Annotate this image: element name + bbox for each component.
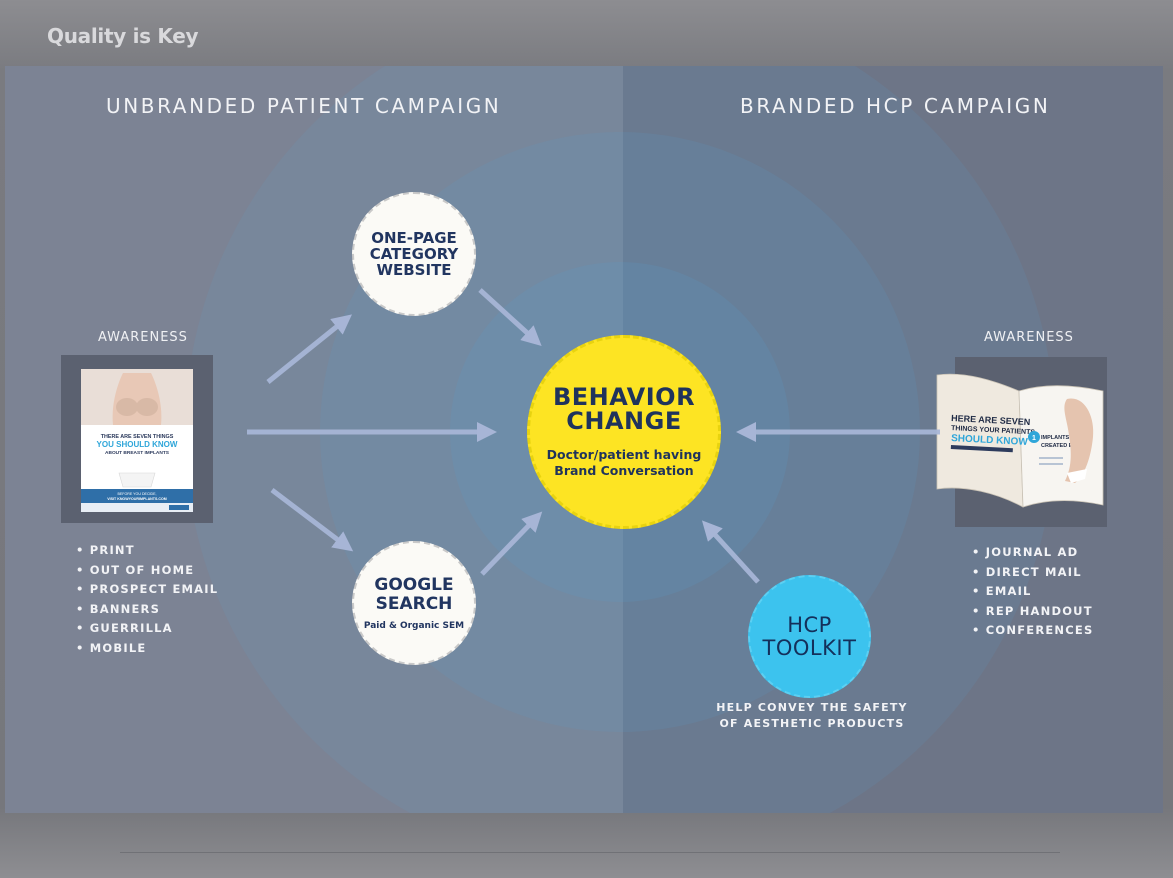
- toolkit-line1: HCP: [787, 614, 832, 637]
- website-node-line3: WEBSITE: [376, 262, 451, 278]
- website-node-line1: ONE-PAGE: [371, 230, 457, 246]
- behavior-line1: BEHAVIOR: [553, 385, 695, 409]
- arrow-website-to-behavior: [480, 290, 535, 340]
- toolkit-caption-line2: OF AESTHETIC PRODUCTS: [712, 716, 912, 732]
- hcp-toolkit-node: HCP TOOLKIT: [748, 575, 871, 698]
- footer-divider: [120, 852, 1060, 853]
- toolkit-line2: TOOLKIT: [763, 637, 857, 660]
- website-node: ONE-PAGE CATEGORY WEBSITE: [352, 192, 476, 316]
- toolkit-caption: HELP CONVEY THE SAFETY OF AESTHETIC PROD…: [712, 700, 912, 732]
- arrow-ad-to-google: [272, 490, 346, 546]
- behavior-line2: CHANGE: [566, 409, 681, 433]
- behavior-sub2: Brand Conversation: [554, 463, 693, 479]
- website-node-line2: CATEGORY: [370, 246, 459, 262]
- arrow-ad-to-website: [268, 320, 345, 382]
- google-node-sub: Paid & Organic SEM: [364, 621, 464, 631]
- behavior-sub1: Doctor/patient having: [547, 447, 702, 463]
- behavior-change-node: BEHAVIOR CHANGE Doctor/patient having Br…: [527, 335, 721, 529]
- arrow-google-to-behavior: [482, 518, 536, 574]
- google-search-node: GOOGLE SEARCH Paid & Organic SEM: [352, 541, 476, 665]
- google-node-line2: SEARCH: [376, 595, 453, 614]
- arrow-toolkit-to-behavior: [708, 527, 758, 582]
- toolkit-caption-line1: HELP CONVEY THE SAFETY: [712, 700, 912, 716]
- google-node-line1: GOOGLE: [374, 576, 453, 595]
